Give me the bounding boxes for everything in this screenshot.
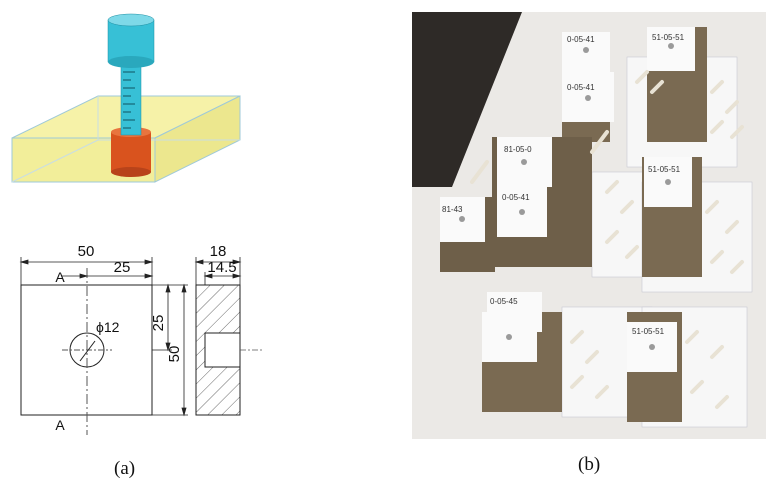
- photo-label-7: 0-05-41: [502, 193, 530, 202]
- photo-label-6: 51-05-51: [648, 165, 681, 174]
- specimen-holes: [459, 43, 674, 350]
- photo-label-1: 0-05-41: [567, 35, 595, 44]
- dim-height-label: 50: [166, 346, 183, 363]
- cylinder-3d: [107, 13, 155, 136]
- dim-depth-label: 18: [210, 243, 227, 260]
- panel-b-photo: 0-05-41 51-05-51 0-05-41 81-05-0 81-43 5…: [412, 12, 766, 439]
- caption-a: (a): [114, 458, 136, 479]
- sleeve-3d: [111, 127, 151, 177]
- specimen-labels: 0-05-41 51-05-51 0-05-41 81-05-0 81-43 5…: [442, 33, 685, 336]
- dim-width-label: 50: [78, 243, 95, 260]
- section-view: [195, 284, 262, 416]
- pins: [470, 70, 744, 409]
- width-dimensions: [19, 257, 154, 285]
- section-marker-bottom: A: [55, 417, 65, 433]
- depth-dimensions: [194, 257, 242, 285]
- panel-a-drawing: 50 25 A A ϕ12 25 50: [11, 13, 262, 435]
- section-marker-top: A: [55, 269, 65, 285]
- photo-label-8: 0-05-45: [490, 297, 518, 306]
- front-view: [20, 268, 153, 435]
- height-dimensions: [152, 283, 188, 417]
- photo-label-5: 81-43: [442, 205, 463, 214]
- technical-drawing: 50 25 A A ϕ12 25 50: [11, 13, 262, 435]
- photo-label-4: 81-05-0: [504, 145, 532, 154]
- dim-hole-depth-label: 14.5: [207, 259, 236, 276]
- specimen-photo: 0-05-41 51-05-51 0-05-41 81-05-0 81-43 5…: [412, 12, 766, 439]
- dim-half-height-label: 25: [150, 315, 167, 332]
- photo-label-3: 0-05-41: [567, 83, 595, 92]
- dim-diameter-label: ϕ12: [96, 319, 120, 335]
- photo-label-2: 51-05-51: [652, 33, 685, 42]
- dim-half-width-label: 25: [114, 259, 131, 276]
- caption-b: (b): [578, 454, 601, 475]
- photo-label-9: 51-05-51: [632, 327, 665, 336]
